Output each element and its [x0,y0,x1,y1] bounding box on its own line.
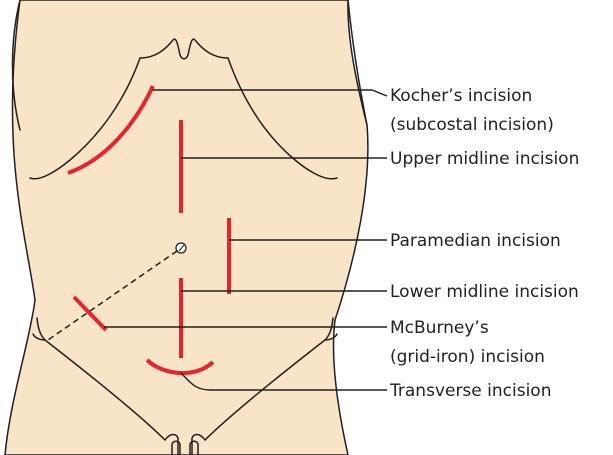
transverse-label: Transverse incision [389,381,551,401]
mcburney-label-line1: McBurney’s [390,318,489,338]
lower-midline-label: Lower midline incision [390,282,579,302]
paramedian-label: Paramedian incision [390,231,561,251]
mcburney-label-line2: (grid-iron) incision [390,347,545,367]
kocher-label-line1: Kocher’s incision [390,86,532,106]
torso-body [5,0,368,455]
kocher-label-line2: (subcostal incision) [390,115,554,135]
upper-midline-label: Upper midline incision [390,149,579,169]
